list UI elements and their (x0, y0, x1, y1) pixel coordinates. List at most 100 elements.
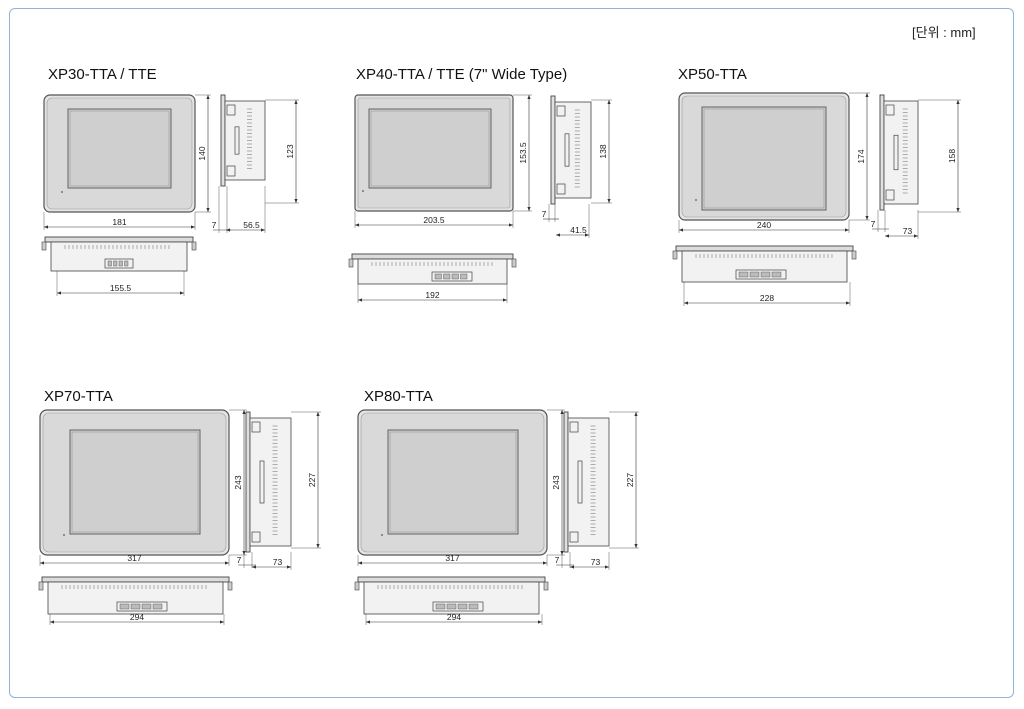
arrow-head (503, 298, 507, 302)
latch (348, 258, 354, 268)
bottom-body (681, 250, 848, 283)
side-body (249, 417, 292, 547)
arrow-head (252, 565, 256, 569)
bottom-body (50, 241, 188, 272)
bottom-bezel (357, 576, 546, 583)
port (118, 260, 123, 267)
screen-inner (703, 108, 825, 209)
model-title-xp40: XP40-TTA / TTE (7" Wide Type) (356, 66, 568, 83)
port (451, 273, 459, 280)
arrow-head (355, 223, 359, 227)
dim-bottom-width: 228 (760, 293, 774, 303)
arrow-head (846, 301, 850, 305)
side-body (883, 100, 919, 205)
port-block (431, 271, 473, 282)
port (446, 603, 457, 610)
arrow-head (527, 207, 531, 211)
dim-width: 317 (445, 553, 459, 563)
dim-depth: 73 (903, 226, 913, 236)
dim-bottom-width: 294 (447, 612, 461, 622)
arrow-head (242, 410, 246, 414)
model-title-xp70: XP70-TTA (44, 388, 113, 405)
port (152, 603, 163, 610)
screen (368, 108, 492, 189)
arrow-head (679, 228, 683, 232)
latch (354, 581, 360, 591)
latch (191, 241, 197, 251)
port (435, 603, 446, 610)
arrow-head (509, 223, 513, 227)
arrow-head (527, 95, 531, 99)
arrow-head (885, 234, 889, 238)
port (141, 603, 152, 610)
side-bezel (879, 94, 885, 211)
screen-inner (389, 431, 517, 533)
dim-height: 243 (233, 475, 243, 489)
clip (885, 189, 895, 201)
arrow-head (543, 561, 547, 565)
arrow-head (40, 561, 44, 565)
side-body (224, 100, 266, 181)
dim-width: 317 (127, 553, 141, 563)
drawing-frame (9, 8, 1014, 698)
arrow-head (684, 301, 688, 305)
dim-bottom-width: 192 (425, 290, 439, 300)
led (362, 190, 364, 192)
side-body (567, 417, 610, 547)
port-block (735, 269, 787, 280)
arrow-head (634, 544, 638, 548)
latch (672, 250, 678, 260)
connector (234, 126, 240, 155)
arrow-head (316, 412, 320, 416)
port (107, 260, 112, 267)
dim-side-height: 138 (598, 144, 608, 158)
arrow-head (358, 298, 362, 302)
arrow-head (865, 216, 869, 220)
side-bezel (563, 411, 569, 553)
arrow-head (225, 561, 229, 565)
dim-depth-front: 7 (555, 555, 560, 565)
screen-inner (71, 431, 199, 533)
dim-height: 243 (551, 475, 561, 489)
clip (251, 421, 261, 433)
screen (387, 429, 519, 535)
dim-side-height: 227 (625, 473, 635, 487)
arrow-head (366, 620, 370, 624)
latch (227, 581, 233, 591)
latch (511, 258, 517, 268)
screen (701, 106, 827, 211)
dim-depth-front: 7 (542, 209, 547, 219)
led (63, 534, 65, 536)
connector (577, 460, 583, 504)
led (695, 199, 697, 201)
arrow-head (180, 291, 184, 295)
clip (556, 105, 566, 117)
dim-depth: 56.5 (243, 220, 260, 230)
arrow-head (191, 225, 195, 229)
connector (259, 460, 265, 504)
side-bezel (220, 94, 226, 187)
dim-bottom-width: 294 (130, 612, 144, 622)
port (443, 273, 451, 280)
dim-depth: 73 (273, 557, 283, 567)
clip (226, 104, 236, 116)
connector (893, 134, 899, 171)
arrow-head (287, 565, 291, 569)
port (434, 273, 442, 280)
screen (69, 429, 201, 535)
arrow-head (50, 620, 54, 624)
port (468, 603, 479, 610)
arrow-head (538, 620, 542, 624)
port (771, 271, 782, 278)
dim-side-height: 227 (307, 473, 317, 487)
arrow-head (294, 100, 298, 104)
dim-width: 203.5 (423, 215, 445, 225)
dim-side-height: 158 (947, 149, 957, 163)
arrow-head (294, 199, 298, 203)
dim-depth: 73 (591, 557, 601, 567)
port-block (104, 258, 134, 269)
